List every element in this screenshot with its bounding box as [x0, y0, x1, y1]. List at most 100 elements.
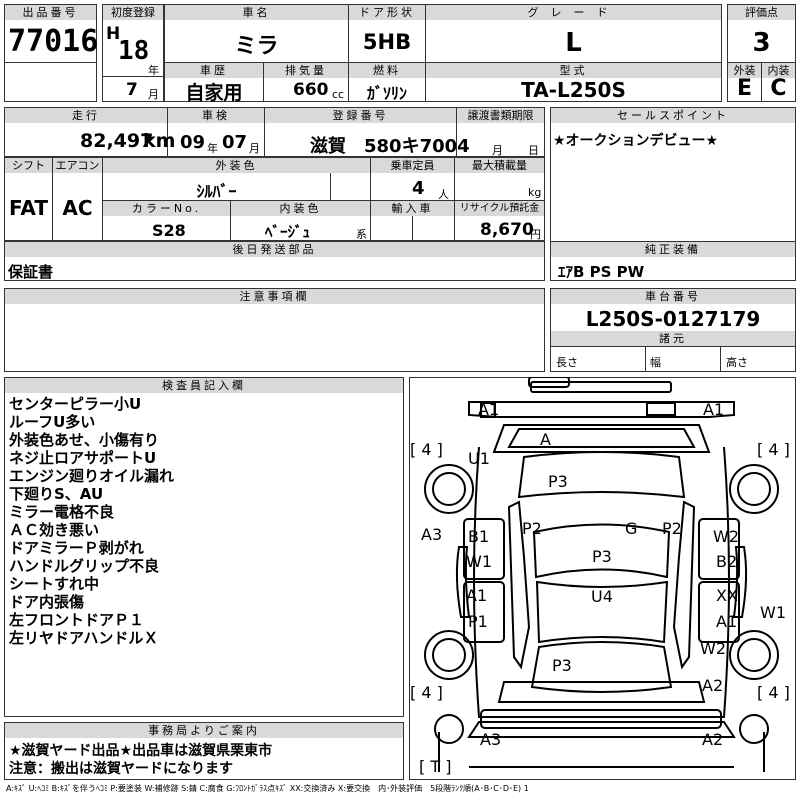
damage-label: P2 — [662, 519, 682, 538]
remark-line: ＡＣ効き悪い — [9, 521, 100, 539]
remark-line: 外装色あせ、小傷有り — [9, 431, 160, 449]
damage-label: B1 — [468, 527, 490, 546]
interior-score: C — [770, 76, 787, 101]
damage-label: [ 4 ] — [410, 440, 443, 459]
transfer-month-unit: 月 — [492, 144, 503, 157]
equipment-box — [550, 241, 796, 281]
equipment-label: 純正装備 — [551, 242, 795, 257]
exterior-label: 外装 — [728, 63, 761, 78]
capacity-unit: 人 — [438, 188, 449, 201]
damage-label: B2 — [716, 552, 738, 571]
car-diagram — [424, 377, 779, 772]
score-label: 評価点 — [728, 5, 795, 20]
row3-box — [4, 157, 545, 241]
capacity: 4 — [412, 178, 425, 199]
lot-number: 77016 — [8, 24, 99, 59]
fuel-label: 燃料 — [349, 63, 425, 78]
color-no: S28 — [152, 221, 186, 240]
damage-label: U1 — [468, 449, 490, 468]
month: 7 — [126, 80, 138, 100]
remark-line: ネジ止ロアサポートU — [9, 449, 157, 467]
inspector-label: 検査員記入欄 — [5, 378, 403, 393]
sales-point-box — [550, 107, 796, 252]
damage-label: W1 — [466, 552, 492, 571]
exterior-score: E — [736, 76, 753, 101]
damage-label: XX — [716, 586, 738, 605]
color: ｼﾙﾊﾞｰ — [196, 182, 237, 201]
legend: A:ｷｽﾞ U:ﾍｺﾐ B:ｷｽﾞを伴うﾍｺﾐ P:要塗装 W:補修跡 S:錆 … — [6, 784, 529, 793]
damage-label: W1 — [760, 603, 786, 622]
damage-label: A — [540, 430, 551, 449]
model-code-label: 型式 — [426, 63, 721, 78]
damage-label: P3 — [552, 656, 572, 675]
import-label: 輸入車 — [371, 201, 454, 216]
later-parts: 保証書 — [8, 263, 54, 281]
remark-line: シートすれ中 — [9, 575, 100, 593]
damage-label: A1 — [716, 612, 738, 631]
first-reg-box — [102, 4, 164, 102]
ac: AC — [62, 196, 93, 220]
damage-label: P1 — [468, 612, 488, 631]
fuel: ｶﾞｿﾘﾝ — [366, 84, 407, 103]
era: H — [106, 24, 121, 44]
damage-label: [ 4 ] — [757, 440, 790, 459]
height-label: 高さ — [726, 356, 748, 369]
damage-label: W2 — [700, 639, 726, 658]
later-parts-box — [4, 241, 545, 281]
inspection-year: 09 — [180, 132, 206, 153]
score: 3 — [752, 28, 771, 58]
lot-box — [4, 4, 97, 102]
interior-color-label: 内装色 — [231, 201, 370, 216]
load-unit: kg — [528, 186, 542, 199]
recycle: 8,670 — [480, 220, 534, 240]
remark-line: 下廻りS、AU — [9, 485, 104, 503]
damage-label: A1 — [478, 400, 500, 419]
door-type: 5HB — [362, 30, 412, 54]
damage-label: A3 — [421, 525, 443, 544]
model-code: TA-L250S — [521, 78, 626, 102]
remark-line: センターピラー小U — [9, 395, 142, 413]
specs-label: 諸元 — [551, 331, 795, 346]
year: 18 — [118, 36, 150, 66]
remark-line: 左リヤドアハンドルＸ — [9, 629, 159, 647]
transfer-day-unit: 日 — [528, 144, 539, 157]
notes-box — [4, 288, 545, 372]
damage-label: [ 4 ] — [410, 683, 443, 702]
first-reg-label: 初度登録 — [103, 5, 163, 20]
office-box — [4, 722, 404, 780]
capacity-label: 乗車定員 — [371, 158, 454, 173]
lot-label: 出品番号 — [5, 5, 96, 20]
remark-line: ドアミラーＰ剥がれ — [9, 539, 144, 557]
remark-line: 左フロントドアＰ１ — [9, 611, 145, 629]
office-line-2: 注意：搬出は滋賀ヤードになります — [9, 761, 233, 777]
model-box — [164, 4, 722, 102]
ac-label: エアコン — [53, 158, 102, 173]
history-label: 車歴 — [165, 63, 263, 78]
damage-label: [ 4 ] — [757, 683, 790, 702]
office-line-1: ★滋賀ヤード出品★出品車は滋賀県栗東市 — [9, 743, 273, 759]
grade: L — [565, 28, 582, 58]
door-label: ドア形状 — [349, 5, 425, 20]
model-name: ミラ — [234, 34, 279, 59]
chassis-number: L250S-0127179 — [585, 307, 761, 331]
inspector-box — [4, 377, 404, 717]
damage-label: P3 — [592, 547, 612, 566]
inspection-month-unit: 月 — [249, 142, 260, 155]
shift: FAT — [9, 196, 48, 220]
year-unit: 年 — [148, 64, 159, 77]
load-label: 最大積載量 — [455, 158, 544, 173]
interior-color: ﾍﾞｰｼﾞｭ — [265, 223, 311, 241]
damage-label: P3 — [548, 472, 568, 491]
width-label: 幅 — [650, 356, 661, 369]
notes-label: 注意事項欄 — [5, 289, 544, 304]
damage-label: A3 — [480, 730, 502, 749]
displacement: 660 — [293, 80, 329, 100]
recycle-label: リサイクル預託金 — [455, 201, 544, 216]
damage-label: U4 — [591, 587, 613, 606]
month-unit: 月 — [148, 88, 159, 101]
chassis-box — [550, 288, 796, 372]
damage-label: W2 — [713, 527, 739, 546]
recycle-unit: 円 — [530, 228, 541, 241]
office-label: 事務局よりご案内 — [5, 723, 403, 738]
mileage-unit: km — [143, 130, 176, 152]
